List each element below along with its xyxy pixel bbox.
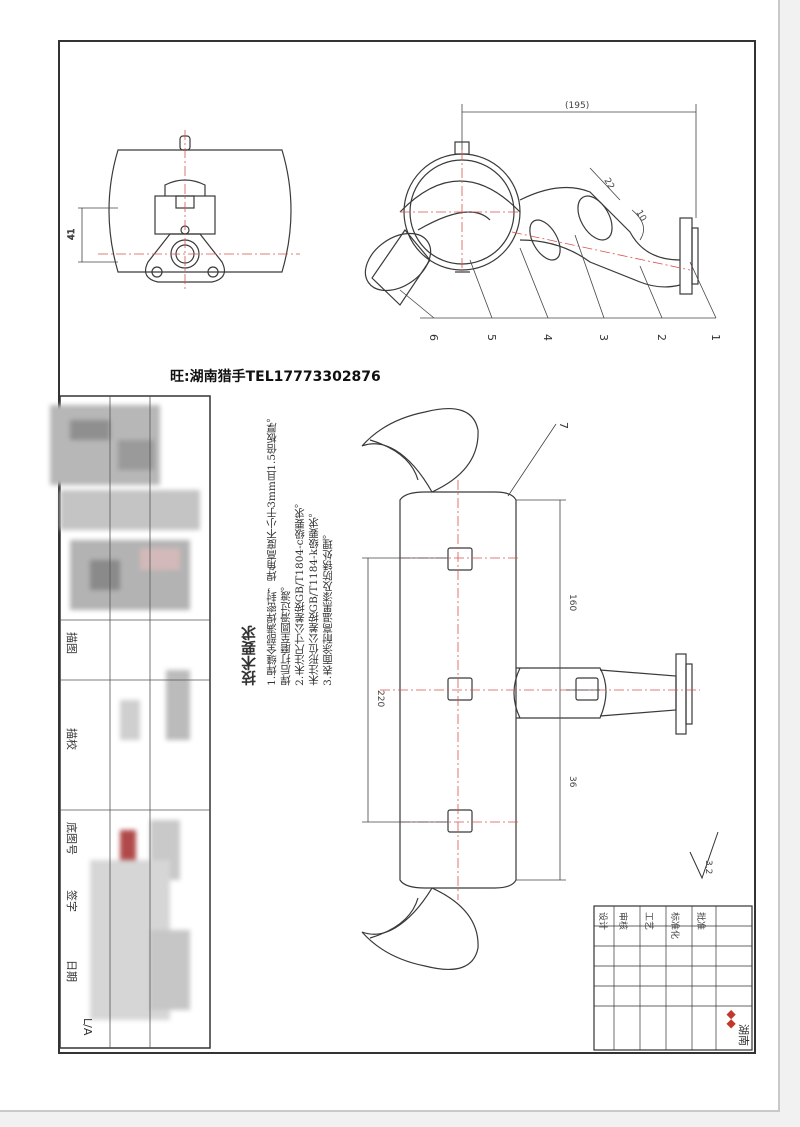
technical-requirements-title: 技术要求 [240,625,258,686]
right-block-row-4: 标准化 [669,912,681,939]
dim-left-height: 41 [67,229,77,240]
left-block-label-4: 签字 [65,890,79,912]
technical-requirements: 技术要求 1.焊缝全部满焊密封，焊角高度不小于3mm且1.5倍板厚。 焊后打磨至… [238,412,335,686]
left-block-label-3: 底图号 [65,822,79,855]
dim-angle-b: 10 [633,209,648,224]
drawing-border [58,40,756,1054]
left-block-code: L/A [81,1018,94,1036]
top-view-centerlines [400,150,691,275]
callout-7: 7 [557,422,570,429]
callout-5: 5 [485,334,498,341]
right-block-row-2: 审核 [617,912,629,930]
left-block-label-1: 描图 [65,632,79,654]
dim-right-lower: 36 [567,776,577,788]
front-view-dimensions [362,423,600,881]
dim-right-upper: 160 [567,594,577,611]
left-block-label-5: 日期 [65,960,78,982]
tech-req-line-3: 2.未注尺寸公差按GB/T1804-c级要求。 [294,497,306,686]
dim-left-span: 220 [375,690,385,707]
dim-overall-width: (195) [565,101,589,111]
top-view-dimensions [461,104,697,241]
dim-angle-a: 22 [601,177,615,192]
contact-watermark: 旺:湖南猎手TEL17773302876 [168,366,383,386]
right-block-row-3: 工艺 [643,912,654,930]
surface-finish-symbol [689,831,719,880]
tech-req-line-2: 焊后打磨至圆滑过渡。 [280,580,292,686]
tech-req-line-1: 1.焊缝全部满焊密封，焊角高度不小于3mm且1.5倍板厚。 [266,412,278,686]
top-view-leaders [399,234,717,319]
side-view-centerlines [98,130,300,290]
callout-4: 4 [541,334,554,341]
company-name: 湖南 [737,1024,750,1046]
left-title-block: 描图 描校 底图号 签字 日期 L/A [50,395,211,1049]
front-view [361,408,693,970]
callout-1: 1 [709,334,722,341]
right-block-row-1: 设计 [597,912,609,930]
side-view [108,135,292,283]
left-block-label-2: 描校 [65,728,79,750]
right-title-block [593,905,753,1051]
tech-req-line-5: 3.表面涂耐高温黑漆及防锈处理。 [322,528,334,686]
right-block-row-5: 批准 [695,912,707,930]
side-view-dimension: 41 [67,207,118,263]
front-view-centerlines [380,480,700,900]
callout-2: 2 [655,334,668,341]
left-title-block-blurred [50,405,200,1020]
callout-3: 3 [597,334,610,341]
tech-req-line-4: 未注形位公差按GB/T1184-k级要求。 [308,507,320,686]
company-logo: ◆◆ [725,1010,739,1029]
callout-6: 6 [427,334,440,341]
surface-finish-value: 3.2 [703,860,713,874]
